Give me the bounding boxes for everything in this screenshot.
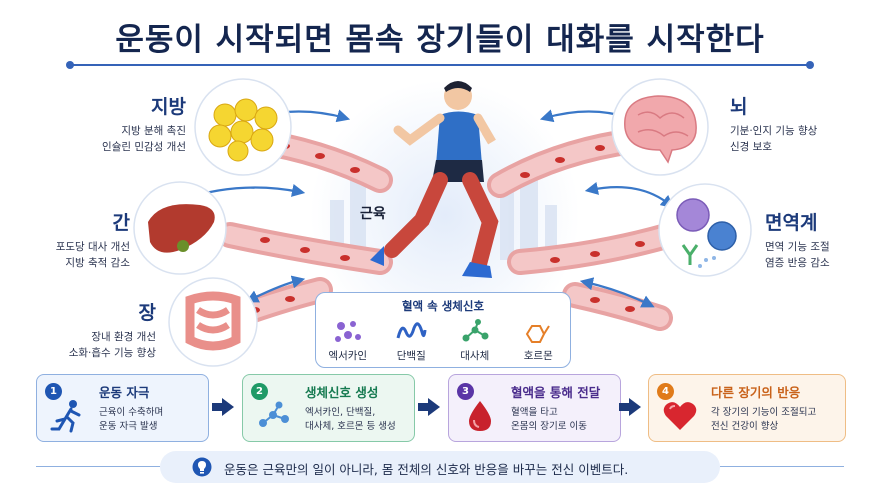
signal-heading: 혈액 속 생체신호 bbox=[401, 299, 485, 313]
runner-icon bbox=[50, 400, 81, 433]
arrow-right-icon bbox=[619, 398, 641, 416]
metabolite-icon bbox=[462, 319, 489, 342]
protein-coil-icon bbox=[396, 322, 427, 339]
signal-label-metabolite: 대사체 bbox=[460, 350, 490, 362]
gut-desc-1: 장내 환경 개선 bbox=[91, 331, 156, 343]
gut-desc-2: 소화·흡수 기능 향상 bbox=[68, 347, 156, 359]
step-number: 3 bbox=[457, 383, 474, 400]
title-divider bbox=[66, 61, 814, 69]
fat-organ bbox=[194, 78, 292, 176]
hormone-ring-icon bbox=[526, 325, 551, 343]
gut-organ bbox=[168, 277, 258, 367]
fat-name: 지방 bbox=[151, 96, 186, 118]
step-desc-1: 각 장기의 기능이 조절되고 bbox=[711, 407, 817, 418]
lightbulb-icon bbox=[192, 457, 212, 477]
fat-desc-1: 지방 분해 촉진 bbox=[121, 125, 186, 137]
footer-divider-right bbox=[720, 466, 844, 467]
immune-desc-2: 염증 반응 감소 bbox=[765, 257, 830, 269]
step-desc-2: 대사체, 호르몬 등 생성 bbox=[305, 421, 396, 432]
signal-label-hormone: 호르몬 bbox=[523, 350, 553, 362]
step-title: 생체신호 생성 bbox=[305, 385, 379, 400]
step-title: 다른 장기의 반응 bbox=[711, 385, 801, 400]
signal-panel: 혈액 속 생체신호 엑서카인 단백질 대사체 bbox=[315, 292, 571, 368]
liver-desc-1: 포도당 대사 개선 bbox=[55, 241, 130, 253]
footer-divider-left bbox=[36, 466, 160, 467]
brain-name: 뇌 bbox=[730, 96, 748, 118]
step-desc-2: 온몸의 장기로 이동 bbox=[511, 421, 587, 432]
muscle-label: 근육 bbox=[360, 206, 386, 222]
immune-organ bbox=[658, 183, 752, 277]
brain-desc-2: 신경 보호 bbox=[730, 141, 772, 153]
liver-organ bbox=[133, 181, 227, 275]
immune-name: 면역계 bbox=[765, 212, 818, 234]
fat-desc-2: 인슐린 민감성 개선 bbox=[102, 141, 186, 153]
diagram-art bbox=[133, 78, 752, 367]
footer-banner: 운동은 근육만의 일이 아니라, 몸 전체의 신호와 반응을 바꾸는 전신 이벤… bbox=[160, 451, 720, 483]
step-signal-generation: 2 생체신호 생성 엑서카인, 단백질, 대사체, 호르몬 등 생성 bbox=[242, 374, 415, 442]
exchange-arrows bbox=[174, 109, 675, 308]
signal-item-hormone: 호르몬 bbox=[508, 318, 568, 363]
signal-label-protein: 단백질 bbox=[396, 350, 426, 362]
gut-name: 장 bbox=[138, 302, 156, 324]
step-desc-2: 운동 자극 발생 bbox=[99, 421, 158, 432]
signal-item-protein: 단백질 bbox=[381, 318, 441, 363]
blood-drop-icon bbox=[469, 401, 491, 431]
footer-text: 운동은 근육만의 일이 아니라, 몸 전체의 신호와 반응을 바꾸는 전신 이벤… bbox=[224, 462, 629, 477]
step-number: 4 bbox=[657, 383, 674, 400]
step-number: 1 bbox=[45, 383, 62, 400]
step-desc-1: 엑서카인, 단백질, bbox=[305, 407, 376, 418]
step-desc-1: 근육이 수축하며 bbox=[99, 407, 164, 418]
step-number: 2 bbox=[251, 383, 268, 400]
immune-desc-1: 면역 기능 조절 bbox=[765, 241, 830, 253]
molecule-cluster-icon bbox=[334, 321, 361, 342]
page-title: 운동이 시작되면 몸속 장기들이 대화를 시작한다 bbox=[115, 22, 765, 58]
step-desc-1: 혈액을 타고 bbox=[511, 407, 558, 418]
step-title: 혈액을 통해 전달 bbox=[511, 385, 601, 400]
liver-name: 간 bbox=[112, 212, 130, 234]
runner-figure bbox=[370, 81, 499, 278]
step-desc-2: 전신 건강이 향상 bbox=[711, 421, 779, 432]
arrow-right-icon bbox=[418, 398, 440, 416]
liver-desc-2: 지방 축적 감소 bbox=[65, 257, 130, 269]
molecule-icon bbox=[259, 401, 289, 427]
background-glow bbox=[310, 80, 580, 350]
arrow-right-icon bbox=[212, 398, 234, 416]
signal-item-metabolite: 대사체 bbox=[445, 318, 505, 363]
brain-organ bbox=[611, 78, 709, 176]
step-title: 운동 자극 bbox=[99, 385, 150, 400]
heart-icon bbox=[663, 402, 697, 430]
signal-item-exerkine: 엑서카인 bbox=[318, 318, 378, 363]
signal-label-exerkine: 엑서카인 bbox=[328, 350, 368, 362]
brain-desc-1: 기분·인지 기능 향상 bbox=[730, 125, 818, 137]
